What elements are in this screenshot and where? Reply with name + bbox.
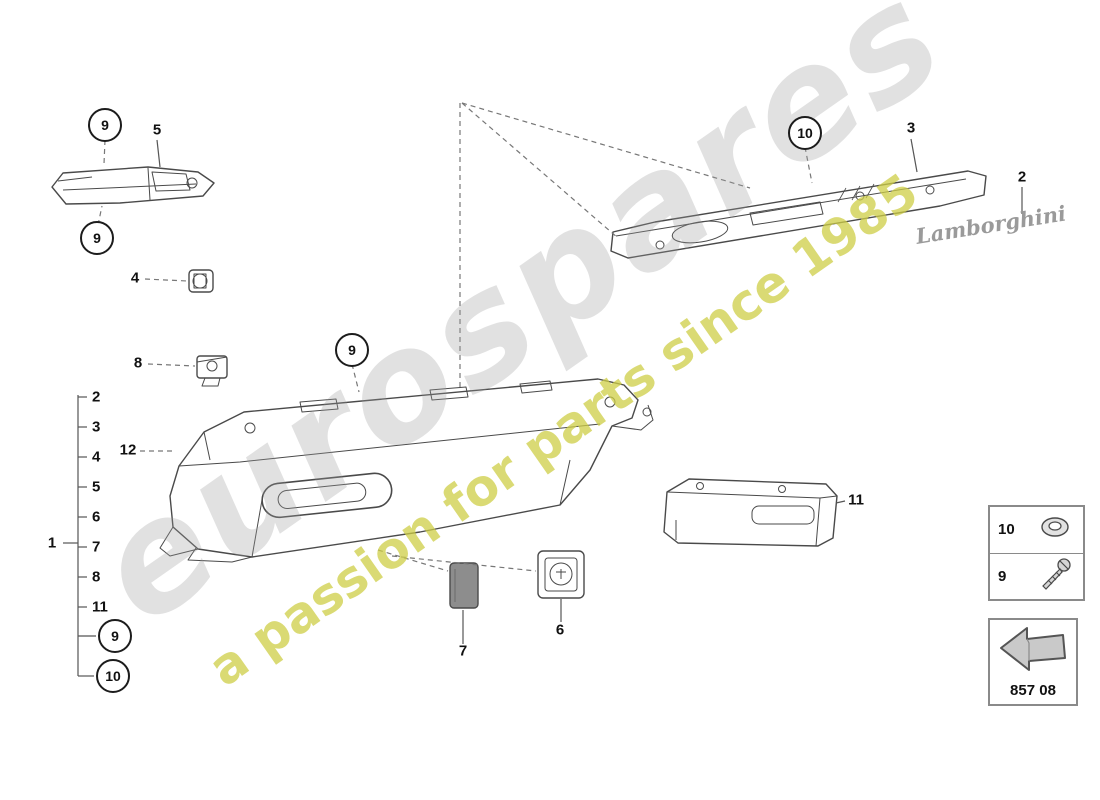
- pad-part-drawing: [449, 562, 479, 609]
- group-list-item-11[interactable]: 11: [92, 598, 108, 616]
- callout-2[interactable]: 2: [1017, 168, 1027, 186]
- grommet-icon: [1033, 511, 1075, 548]
- callout-circle-9-top[interactable]: 9: [88, 108, 122, 142]
- storage-tray-drawing: [663, 478, 838, 547]
- screw-icon: [1033, 556, 1075, 597]
- group-list-item-3[interactable]: 3: [92, 418, 101, 436]
- callout-8[interactable]: 8: [133, 354, 143, 372]
- callout-circle-10-top[interactable]: 10: [788, 116, 822, 150]
- callout-circle-9-mid-left[interactable]: 9: [80, 221, 114, 255]
- back-arrow-button[interactable]: [988, 618, 1078, 678]
- callout-12[interactable]: 12: [119, 441, 137, 459]
- group-list-item-2[interactable]: 2: [92, 388, 101, 406]
- fastener-legend: 10 9: [988, 505, 1085, 601]
- group-list-item-8[interactable]: 8: [92, 568, 101, 586]
- legend-label-9: 9: [998, 567, 1007, 585]
- upper-trim-drawing: [51, 166, 215, 205]
- callout-circle-10-bottom[interactable]: 10: [96, 659, 130, 693]
- glovebox-drawing: [159, 378, 654, 563]
- part-code-badge: 857 08: [988, 676, 1078, 706]
- back-arrow-icon: [993, 620, 1073, 677]
- callout-circle-9-center[interactable]: 9: [335, 333, 369, 367]
- switch-part-drawing: [537, 550, 585, 599]
- callout-7[interactable]: 7: [458, 642, 468, 660]
- sensor-part-drawing: [196, 355, 228, 387]
- group-list-item-5[interactable]: 5: [92, 478, 101, 496]
- callout-1-group[interactable]: 1: [47, 534, 57, 552]
- legend-row-grommet[interactable]: 10: [990, 507, 1083, 553]
- dashed-leaders: [97, 102, 813, 572]
- callout-11[interactable]: 11: [848, 491, 864, 509]
- group-list-item-7[interactable]: 7: [92, 538, 101, 556]
- callout-6[interactable]: 6: [555, 621, 565, 639]
- callout-5[interactable]: 5: [152, 121, 162, 139]
- callout-4[interactable]: 4: [130, 269, 140, 287]
- group-list-item-4[interactable]: 4: [92, 448, 101, 466]
- callout-3[interactable]: 3: [906, 119, 916, 137]
- legend-label-10: 10: [998, 521, 1015, 539]
- callout-circle-9-bottom[interactable]: 9: [98, 619, 132, 653]
- solid-leaders: [156, 138, 1023, 644]
- clip-part-drawing: [188, 269, 214, 293]
- trim-strip-drawing: [610, 170, 987, 259]
- group-list-item-6[interactable]: 6: [92, 508, 101, 526]
- group-bracket: [63, 395, 96, 677]
- legend-row-screw[interactable]: 9: [990, 552, 1083, 600]
